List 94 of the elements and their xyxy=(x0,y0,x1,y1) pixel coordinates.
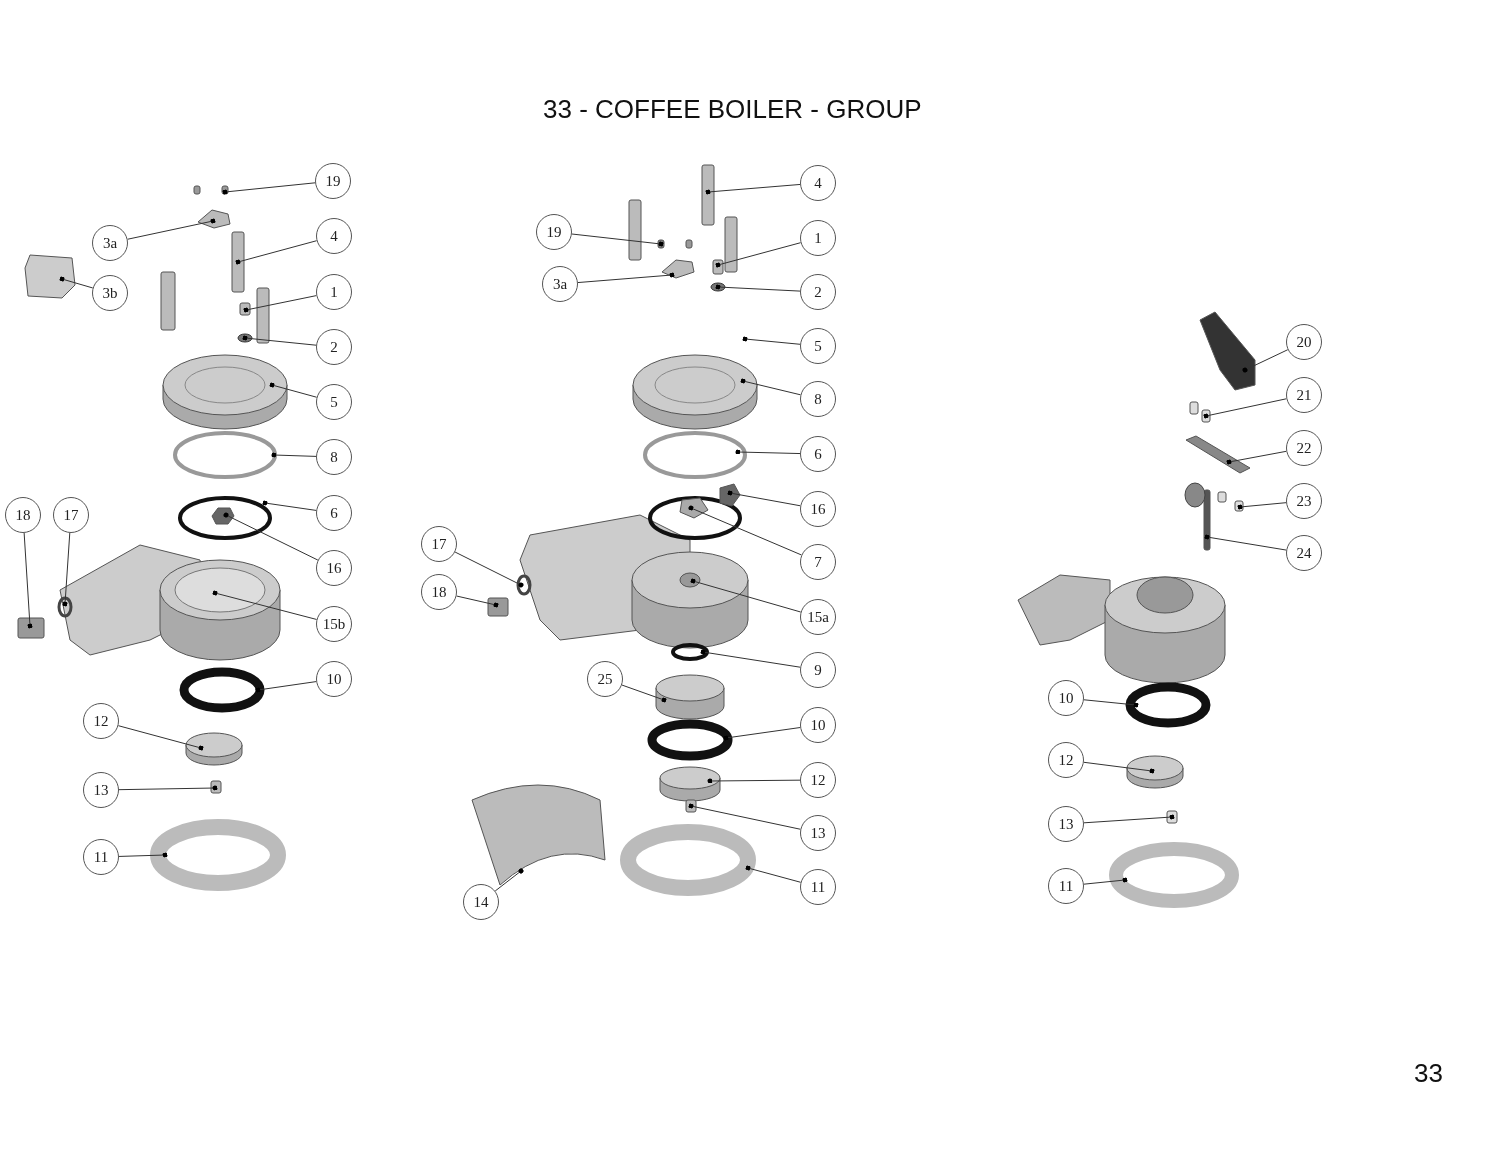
callout-number: 15a xyxy=(800,599,836,635)
callout-number: 12 xyxy=(83,703,119,739)
callout-number: 24 xyxy=(1286,535,1322,571)
callout-number: 8 xyxy=(800,381,836,417)
leader-line xyxy=(118,785,218,791)
leader-line xyxy=(727,490,801,507)
callout-number: 16 xyxy=(800,491,836,527)
callout-number: 4 xyxy=(316,218,352,254)
leader-line xyxy=(262,500,317,511)
callout-number: 12 xyxy=(1048,742,1084,778)
callout-number: 23 xyxy=(1286,483,1322,519)
callout-number: 16 xyxy=(316,550,352,586)
leader-line xyxy=(1237,502,1287,510)
leader-line xyxy=(212,590,318,620)
leader-line xyxy=(243,295,317,313)
leader-line xyxy=(740,378,801,396)
leader-line xyxy=(223,512,319,561)
callout-number: 4 xyxy=(800,165,836,201)
callout-number: 5 xyxy=(800,328,836,364)
leader-line xyxy=(62,532,71,607)
leader-line xyxy=(715,242,802,268)
callout-number: 14 xyxy=(463,884,499,920)
callout-number: 8 xyxy=(316,439,352,475)
leader-line xyxy=(269,382,318,398)
callout-number: 13 xyxy=(800,815,836,851)
callout-number: 10 xyxy=(800,707,836,743)
leader-line xyxy=(59,276,94,289)
leader-line xyxy=(705,183,801,195)
leader-line xyxy=(1083,877,1128,885)
callout-number: 6 xyxy=(800,436,836,472)
callout-number: 25 xyxy=(587,661,623,697)
page-number: 33 xyxy=(1414,1058,1443,1089)
leader-line xyxy=(494,868,524,892)
callout-number: 2 xyxy=(316,329,352,365)
callout-number: 11 xyxy=(1048,868,1084,904)
leader-line xyxy=(745,865,802,883)
leader-line xyxy=(715,284,801,292)
callout-number: 3a xyxy=(542,266,578,302)
callout-number: 13 xyxy=(83,772,119,808)
leader-line xyxy=(222,182,316,195)
callout-number: 19 xyxy=(536,214,572,250)
leader-line xyxy=(456,595,499,608)
leader-line xyxy=(688,505,802,556)
callout-number: 10 xyxy=(316,661,352,697)
leader-line xyxy=(1204,534,1287,551)
leader-line xyxy=(723,727,801,741)
callout-number: 22 xyxy=(1286,430,1322,466)
callout-number: 12 xyxy=(800,762,836,798)
callout-number: 7 xyxy=(800,544,836,580)
leader-line xyxy=(255,681,317,693)
leader-line xyxy=(1203,398,1287,419)
callout-number: 19 xyxy=(315,163,351,199)
callout-number: 17 xyxy=(421,526,457,562)
leader-line xyxy=(1083,761,1155,774)
leader-line xyxy=(23,532,33,629)
leader-line xyxy=(454,551,524,588)
leader-line xyxy=(700,649,801,668)
leader-line xyxy=(688,803,801,830)
callout-number: 9 xyxy=(800,652,836,688)
callout-number: 17 xyxy=(53,497,89,533)
leader-line xyxy=(127,218,216,240)
callout-number: 1 xyxy=(316,274,352,310)
leader-line xyxy=(742,336,801,345)
callout-number: 18 xyxy=(5,497,41,533)
leader-line xyxy=(577,272,675,284)
callout-number: 10 xyxy=(1048,680,1084,716)
callout-number: 20 xyxy=(1286,324,1322,360)
callout-number: 11 xyxy=(800,869,836,905)
callout-number: 18 xyxy=(421,574,457,610)
callout-number: 1 xyxy=(800,220,836,256)
callout-number: 21 xyxy=(1286,377,1322,413)
callout-number: 3b xyxy=(92,275,128,311)
leader-line xyxy=(1226,450,1287,465)
leader-line xyxy=(571,233,664,247)
leader-line xyxy=(735,449,801,455)
leader-line xyxy=(271,452,317,458)
leader-line xyxy=(1083,699,1139,708)
callout-number: 6 xyxy=(316,495,352,531)
leader-line xyxy=(707,778,801,784)
callout-number: 15b xyxy=(316,606,352,642)
callout-number: 5 xyxy=(316,384,352,420)
callout-number: 11 xyxy=(83,839,119,875)
leader-line xyxy=(242,335,317,346)
leader-line xyxy=(1083,814,1175,824)
diagram-title: 33 - COFFEE BOILER - GROUP xyxy=(543,94,922,125)
callout-number: 13 xyxy=(1048,806,1084,842)
leader-line xyxy=(1242,349,1289,373)
leader-line xyxy=(690,578,802,613)
leader-line xyxy=(235,240,318,265)
callout-number: 3a xyxy=(92,225,128,261)
leader-line xyxy=(118,852,168,858)
leader-line xyxy=(117,725,204,751)
leader-line xyxy=(621,684,667,703)
callout-number: 2 xyxy=(800,274,836,310)
